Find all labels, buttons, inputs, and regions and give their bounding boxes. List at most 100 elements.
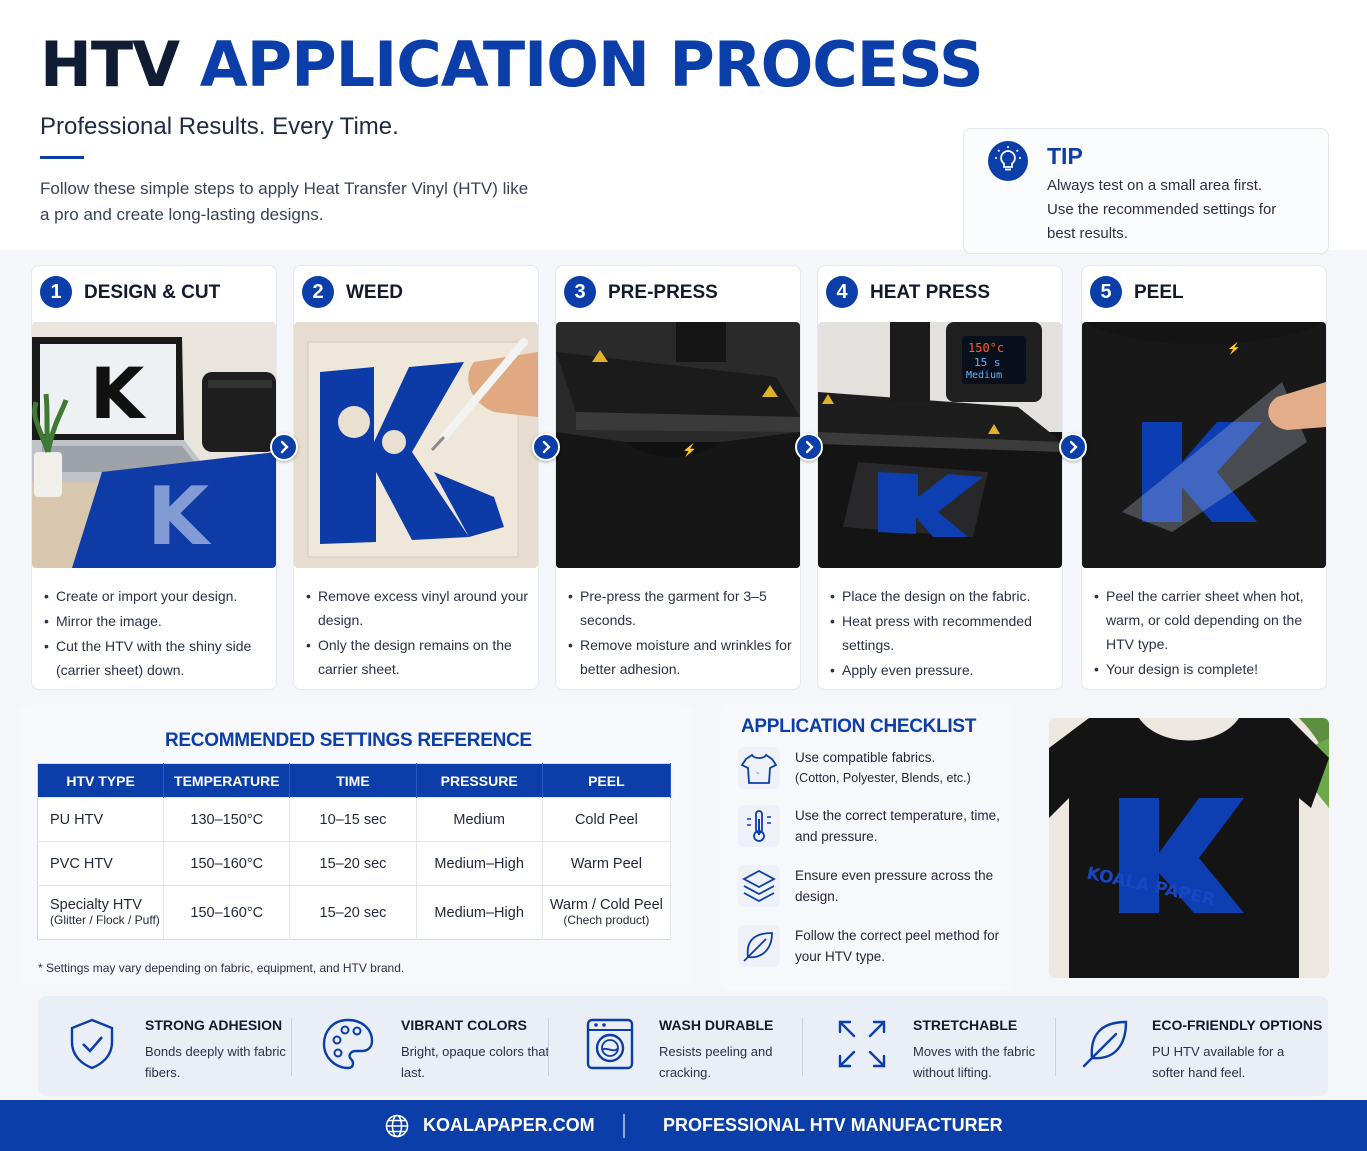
leaf-icon <box>738 925 780 967</box>
feature-vibrant-colors: VIBRANT COLORS Bright, opaque colors tha… <box>320 996 560 1096</box>
next-arrow-icon <box>1059 433 1087 461</box>
design-cut-photo: K K <box>32 322 276 568</box>
thermometer-icon <box>738 805 780 847</box>
table-row: PU HTV 130–150°C 10–15 sec Medium Cold P… <box>37 797 672 842</box>
footer: KOALAPAPER.COM PROFESSIONAL HTV MANUFACT… <box>0 1100 1367 1151</box>
feature-title: WASH DURABLE <box>659 1017 774 1033</box>
cell-main: Warm / Cold Peel <box>549 897 663 913</box>
step-number: 5 <box>1090 276 1122 308</box>
table-cell: 15–20 sec <box>289 841 417 886</box>
weed-photo <box>294 322 538 568</box>
table-cell: Medium–High <box>416 885 543 940</box>
header: HTV APPLICATION PROCESS Professional Res… <box>0 0 1367 250</box>
list-item: Place the design on the fabric. <box>830 584 1056 608</box>
layers-icon <box>738 865 780 907</box>
feature-stretchable: STRETCHABLE Moves with the fabric withou… <box>834 996 1074 1096</box>
features-bar: STRONG ADHESION Bonds deeply with fabric… <box>38 996 1328 1096</box>
table-cell: Specialty HTV (Glitter / Flock / Puff) <box>37 885 165 940</box>
step-card-pre-press: 3 PRE-PRESS ⚡ Pre-press the garment for … <box>555 265 801 690</box>
title-rule <box>40 156 84 159</box>
table-cell: Warm / Cold Peel (Chech product) <box>542 885 672 940</box>
footer-separator <box>623 1114 625 1138</box>
globe-icon <box>384 1113 410 1139</box>
list-item: Mirror the image. <box>44 609 270 633</box>
step-card-heat-press: 4 HEAT PRESS 150°c 15 s Medium Place the… <box>817 265 1063 690</box>
settings-title: RECOMMENDED SETTINGS REFERENCE <box>165 730 532 751</box>
column-header: PRESSURE <box>416 763 543 798</box>
step-list: Place the design on the fabric. Heat pre… <box>830 584 1056 683</box>
step-title: HEAT PRESS <box>870 282 991 303</box>
table-cell: 150–160°C <box>163 885 291 940</box>
tip-line-1: Always test on a small area first. <box>1047 177 1263 194</box>
tip-box: TIP Always test on a small area first. U… <box>963 128 1329 254</box>
step-title: WEED <box>346 282 403 303</box>
step-card-weed: 2 WEED Remove excess vinyl around your d… <box>293 265 539 690</box>
list-item: Apply even pressure. <box>830 658 1056 682</box>
feature-title: VIBRANT COLORS <box>401 1017 527 1033</box>
step-card-peel: 5 PEEL ⚡ Peel the carrier sheet when hot… <box>1081 265 1327 690</box>
checklist-item: Follow the correct peel method for your … <box>738 925 1008 975</box>
press-display-time: 15 s <box>974 356 1001 369</box>
checklist-text: Follow the correct peel method for your … <box>795 928 1000 964</box>
settings-footnote: * Settings may vary depending on fabric,… <box>38 961 405 975</box>
checklist-sublabel: (Cotton, Polyester, Blends, etc.) <box>795 771 971 785</box>
application-checklist: APPLICATION CHECKLIST ~ Use compatible f… <box>720 703 1012 990</box>
column-header: TEMPERATURE <box>163 763 291 798</box>
table-cell: PU HTV <box>37 797 165 842</box>
page-title: HTV APPLICATION PROCESS <box>40 28 984 101</box>
step-list: Peel the carrier sheet when hot, warm, o… <box>1094 584 1320 682</box>
feature-strong-adhesion: STRONG ADHESION Bonds deeply with fabric… <box>64 996 304 1096</box>
palette-icon <box>320 1016 376 1072</box>
website-link[interactable]: KOALAPAPER.COM <box>423 1115 595 1135</box>
feature-divider <box>802 1018 803 1076</box>
list-item: Only the design remains on the carrier s… <box>306 633 532 681</box>
checklist-item: Ensure even pressure across the design. <box>738 865 1008 915</box>
tip-text: Always test on a small area first. Use t… <box>1047 174 1307 246</box>
laptop-screen-letter: K <box>90 353 147 435</box>
press-display-pressure: Medium <box>966 370 1002 381</box>
list-item: Pre-press the garment for 3–5 seconds. <box>568 584 794 632</box>
leaf-icon <box>1078 1016 1134 1072</box>
step-number: 2 <box>302 276 334 308</box>
table-cell: Medium–High <box>416 841 543 886</box>
step-number: 4 <box>826 276 858 308</box>
lightbulb-icon <box>988 141 1028 181</box>
checklist-text: Ensure even pressure across the design. <box>795 868 994 904</box>
tshirt-icon: ~ <box>738 747 780 789</box>
table-cell: PVC HTV <box>37 841 165 886</box>
checklist-item: Use the correct temperature, time, and p… <box>738 805 1008 855</box>
next-arrow-icon <box>270 433 298 461</box>
feature-title: ECO-FRIENDLY OPTIONS <box>1152 1017 1323 1033</box>
step-title: PRE-PRESS <box>608 282 718 303</box>
svg-text:⚡: ⚡ <box>1227 342 1241 355</box>
page-subtitle: Professional Results. Every Time. <box>40 113 399 140</box>
checklist-title: APPLICATION CHECKLIST <box>741 716 977 737</box>
checklist-text: Use the correct temperature, time, and p… <box>795 808 1000 844</box>
feature-text: Bonds deeply with fabric fibers. <box>145 1044 286 1080</box>
feature-wash-durable: WASH DURABLE Resists peeling and crackin… <box>582 996 822 1096</box>
list-item: Create or import your design. <box>44 584 270 608</box>
step-list: Remove excess vinyl around your design. … <box>306 584 532 682</box>
next-arrow-icon <box>532 433 560 461</box>
finished-shirt-photo: KOALA PAPER <box>1049 718 1329 978</box>
tip-line-2: Use the recommended settings for best re… <box>1047 201 1277 242</box>
list-item: Remove excess vinyl around your design. <box>306 584 532 632</box>
title-part-1: HTV <box>40 28 180 101</box>
svg-text:K: K <box>147 470 212 563</box>
expand-arrows-icon <box>834 1016 890 1072</box>
table-cell: Medium <box>416 797 543 842</box>
cell-sub: (Chech product) <box>563 913 650 927</box>
table-row: Specialty HTV (Glitter / Flock / Puff) 1… <box>37 885 672 940</box>
feature-text: Resists peeling and cracking. <box>659 1044 773 1080</box>
footer-tagline: PROFESSIONAL HTV MANUFACTURER <box>663 1115 1003 1135</box>
cell-sub: (Glitter / Flock / Puff) <box>50 913 160 927</box>
table-cell: 15–20 sec <box>289 885 417 940</box>
list-item: Your design is complete! <box>1094 657 1320 681</box>
checklist-text: Use compatible fabrics. (Cotton, Polyest… <box>795 747 1005 789</box>
intro-text: Follow these simple steps to apply Heat … <box>40 179 529 224</box>
list-item: Peel the carrier sheet when hot, warm, o… <box>1094 584 1320 656</box>
step-list: Pre-press the garment for 3–5 seconds. R… <box>568 584 794 682</box>
list-item: Heat press with recommended settings. <box>830 609 1056 657</box>
table-cell: 150–160°C <box>163 841 291 886</box>
table-cell: 10–15 sec <box>289 797 417 842</box>
